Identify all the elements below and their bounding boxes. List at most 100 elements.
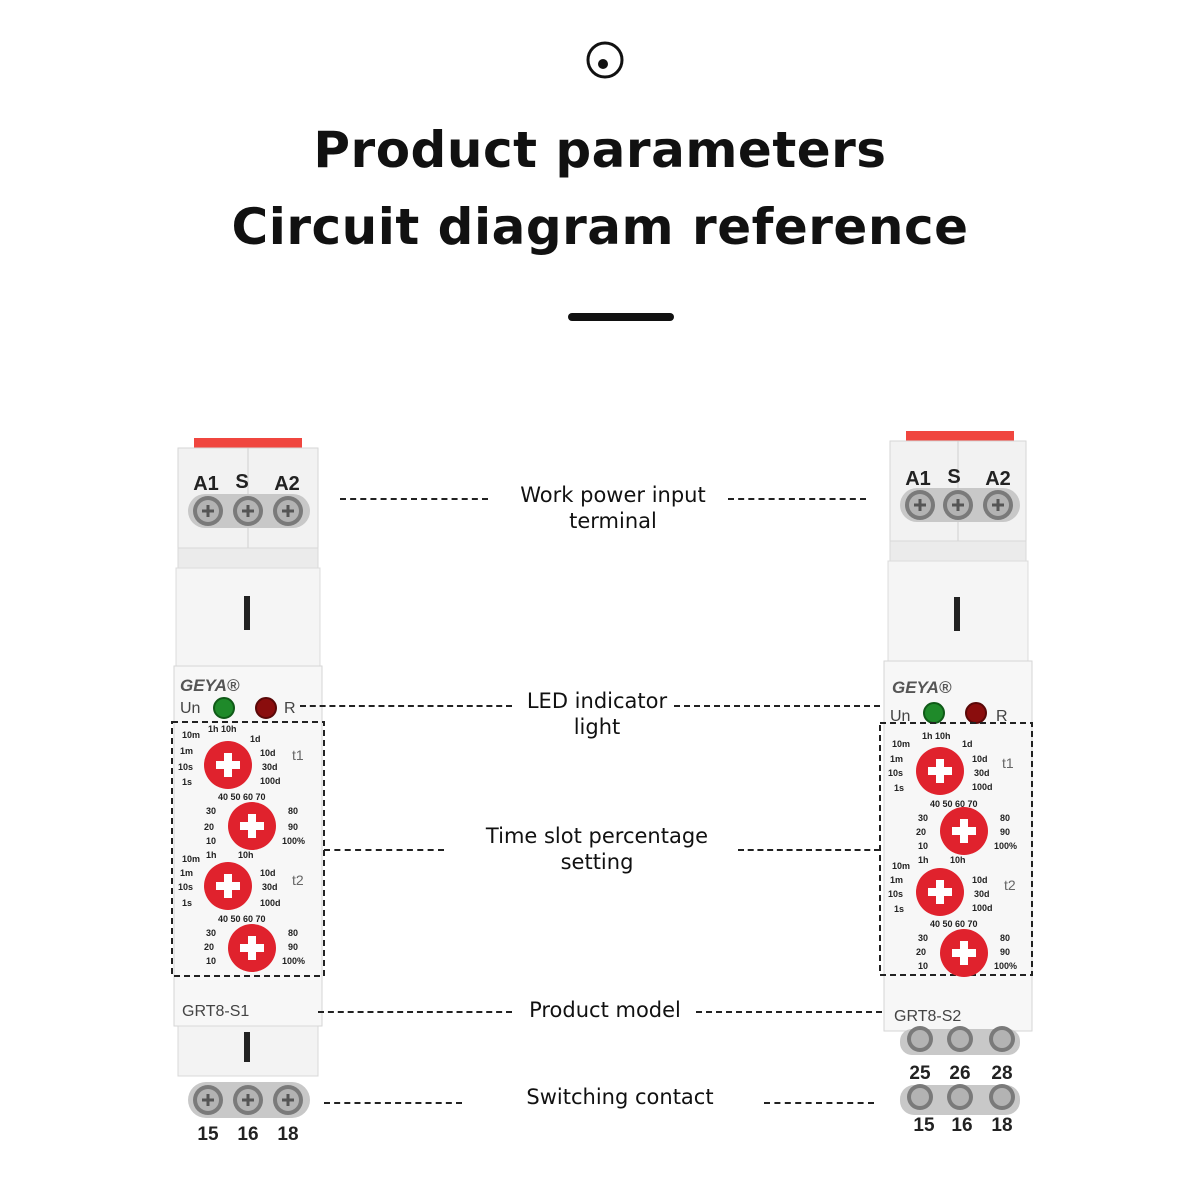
svg-text:20: 20	[916, 947, 926, 957]
terminal-screw-s[interactable]	[233, 496, 263, 526]
brand-logo: GEYA®	[892, 678, 952, 697]
callout-power-input-line2: terminal	[569, 509, 657, 533]
svg-text:30d: 30d	[974, 889, 990, 899]
svg-text:100%: 100%	[994, 841, 1017, 851]
svg-text:10s: 10s	[178, 882, 193, 892]
time-range-dial-t1[interactable]	[204, 741, 252, 789]
leader-line-led-right	[674, 705, 880, 707]
percent-dial-t2[interactable]	[228, 924, 276, 972]
svg-text:30: 30	[206, 928, 216, 938]
title-divider	[568, 313, 674, 321]
brand-logo: GEYA®	[180, 676, 240, 695]
dial-label-t1: t1	[292, 747, 304, 763]
svg-text:10m: 10m	[892, 739, 910, 749]
terminal-screw-28[interactable]	[989, 1026, 1015, 1052]
svg-text:100%: 100%	[282, 836, 305, 846]
led-label-r: R	[996, 708, 1008, 725]
svg-text:20: 20	[204, 822, 214, 832]
time-range-dial-t1[interactable]	[916, 747, 964, 795]
callout-switching-contact-text: Switching contact	[526, 1085, 714, 1109]
svg-text:30: 30	[918, 813, 928, 823]
terminal-screw-16[interactable]	[947, 1084, 973, 1110]
terminal-label-a1: A1	[905, 468, 931, 490]
terminal-label-16: 16	[237, 1124, 258, 1145]
callout-time-slot-line1: Time slot percentage	[485, 824, 709, 848]
percent-dial-t1[interactable]	[228, 802, 276, 850]
svg-text:1d: 1d	[962, 739, 973, 749]
terminal-screw-a2[interactable]	[983, 490, 1013, 520]
model-label: GRT8-S2	[894, 1008, 961, 1025]
svg-text:10m: 10m	[182, 854, 200, 864]
terminal-label-a2: A2	[274, 473, 300, 495]
terminal-screw-15[interactable]	[907, 1084, 933, 1110]
percent-dial-t1[interactable]	[940, 807, 988, 855]
model-label: GRT8-S1	[182, 1003, 249, 1020]
svg-text:1h 10h: 1h 10h	[208, 724, 237, 734]
callout-product-model: Product model	[510, 997, 700, 1023]
page-subtitle: Circuit diagram reference	[231, 198, 969, 256]
terminal-screw-15[interactable]	[193, 1085, 223, 1115]
svg-text:80: 80	[288, 928, 298, 938]
terminal-screw-25[interactable]	[907, 1026, 933, 1052]
time-range-dial-t2[interactable]	[916, 868, 964, 916]
svg-text:20: 20	[916, 827, 926, 837]
svg-text:20: 20	[204, 942, 214, 952]
terminal-label-a2: A2	[985, 468, 1011, 490]
percent-dial-t2[interactable]	[940, 929, 988, 977]
terminal-screw-a2[interactable]	[273, 496, 303, 526]
svg-text:1h: 1h	[918, 855, 929, 865]
led-label-r: R	[284, 700, 296, 717]
terminal-label-26: 26	[949, 1063, 970, 1084]
svg-text:90: 90	[1000, 827, 1010, 837]
leader-line-time-left	[324, 849, 444, 851]
svg-text:1s: 1s	[894, 904, 904, 914]
svg-text:30: 30	[918, 933, 928, 943]
svg-text:1h 10h: 1h 10h	[922, 731, 951, 741]
svg-text:10s: 10s	[888, 768, 903, 778]
svg-text:1m: 1m	[180, 868, 193, 878]
terminal-screw-s[interactable]	[943, 490, 973, 520]
terminal-screw-26[interactable]	[947, 1026, 973, 1052]
terminal-label-s: S	[235, 471, 248, 493]
terminal-screw-16[interactable]	[233, 1085, 263, 1115]
leader-line-model-right	[696, 1011, 882, 1013]
terminal-screw-18[interactable]	[273, 1085, 303, 1115]
time-range-dial-t2[interactable]	[204, 862, 252, 910]
svg-text:1d: 1d	[250, 734, 261, 744]
terminal-screw-a1[interactable]	[193, 496, 223, 526]
svg-text:90: 90	[288, 942, 298, 952]
dial-label-t2: t2	[1004, 877, 1016, 893]
svg-text:90: 90	[288, 822, 298, 832]
callout-time-slot: Time slot percentage setting	[466, 823, 728, 875]
terminal-label-18: 18	[277, 1124, 298, 1145]
svg-text:100d: 100d	[972, 782, 993, 792]
terminal-label-28: 28	[991, 1063, 1012, 1084]
terminal-label-a1: A1	[193, 473, 219, 495]
svg-text:10: 10	[206, 836, 216, 846]
svg-text:80: 80	[288, 806, 298, 816]
svg-text:1m: 1m	[180, 746, 193, 756]
svg-text:1s: 1s	[182, 898, 192, 908]
terminal-label-15: 15	[913, 1115, 935, 1136]
svg-text:10m: 10m	[892, 861, 910, 871]
terminal-label-18: 18	[991, 1115, 1012, 1136]
svg-text:40 50 60 70: 40 50 60 70	[218, 914, 266, 924]
led-relay-red	[965, 702, 987, 724]
terminal-screw-a1[interactable]	[905, 490, 935, 520]
svg-text:10d: 10d	[972, 875, 988, 885]
terminal-screw-18[interactable]	[989, 1084, 1015, 1110]
leader-line-time-right	[738, 849, 880, 851]
svg-text:10: 10	[206, 956, 216, 966]
svg-text:100d: 100d	[972, 903, 993, 913]
terminal-label-s: S	[947, 466, 960, 488]
led-power-green	[213, 697, 235, 719]
svg-text:30: 30	[206, 806, 216, 816]
callout-power-input-line1: Work power input	[520, 483, 706, 507]
svg-text:80: 80	[1000, 813, 1010, 823]
svg-text:90: 90	[1000, 947, 1010, 957]
svg-text:40 50 60 70: 40 50 60 70	[930, 799, 978, 809]
svg-text:40 50 60 70: 40 50 60 70	[218, 792, 266, 802]
svg-text:10s: 10s	[178, 762, 193, 772]
circle-dot-icon	[585, 40, 625, 80]
svg-text:10d: 10d	[972, 754, 988, 764]
